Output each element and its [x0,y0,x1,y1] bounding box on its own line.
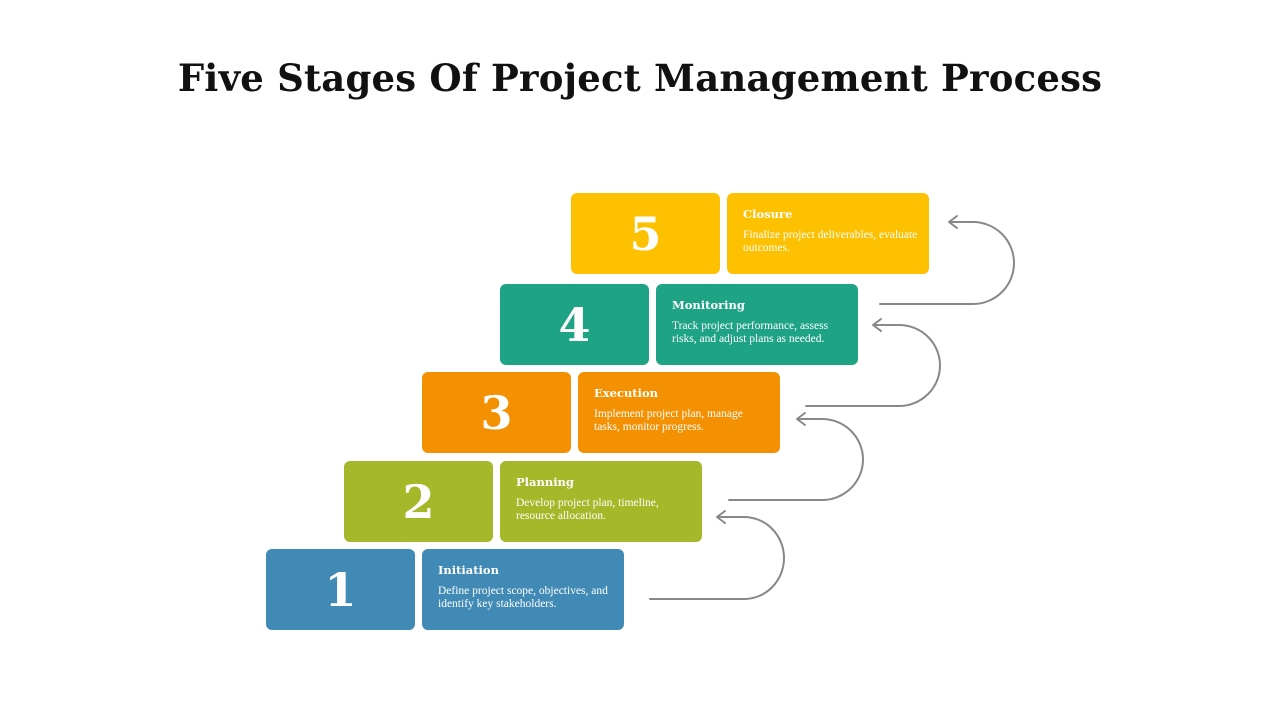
stage-5-title: Closure [743,207,793,221]
stage-2-description-box: Planning Develop project plan, timeline,… [500,461,702,542]
stage-3-number-box: 3 [422,372,571,453]
stage-1-description-box: Initiation Define project scope, objecti… [422,549,624,630]
stage-1-title: Initiation [438,563,499,577]
arrow-1-to-2-head [716,510,726,524]
stage-2-title: Planning [516,475,574,489]
stage-5-number: 5 [629,206,662,261]
stage-1-description: Define project scope, objectives, and id… [438,585,608,610]
stage-1-number-box: 1 [266,549,415,630]
stage-4-number: 4 [558,297,591,352]
page-title: Five Stages Of Project Management Proces… [177,56,1103,100]
stage-4-number-box: 4 [500,284,649,365]
arrow-2-to-3-head [796,412,806,426]
stage-5-number-box: 5 [571,193,720,274]
stage-3-description: Implement project plan, manage tasks, mo… [594,408,743,433]
stage-4-description-box: Monitoring Track project performance, as… [656,284,858,365]
stage-3-title: Execution [594,386,659,400]
stage-3-number: 3 [480,385,513,440]
stage-1-number: 1 [324,562,357,617]
stage-3-description-box: Execution Implement project plan, manage… [578,372,780,453]
stage-4-title: Monitoring [672,298,745,312]
stage-2-number-box: 2 [344,461,493,542]
stage-2-number: 2 [402,474,435,529]
stage-2-description: Develop project plan, timeline, resource… [516,497,659,522]
stage-4-description: Track project performance, assess risks,… [672,320,829,345]
arrow-3-to-4-head [872,318,882,332]
stage-5-description-box: Closure Finalize project deliverables, e… [727,193,929,274]
stage-5-description: Finalize project deliverables, evaluate … [743,229,918,254]
arrow-4-to-5-head [948,215,958,229]
